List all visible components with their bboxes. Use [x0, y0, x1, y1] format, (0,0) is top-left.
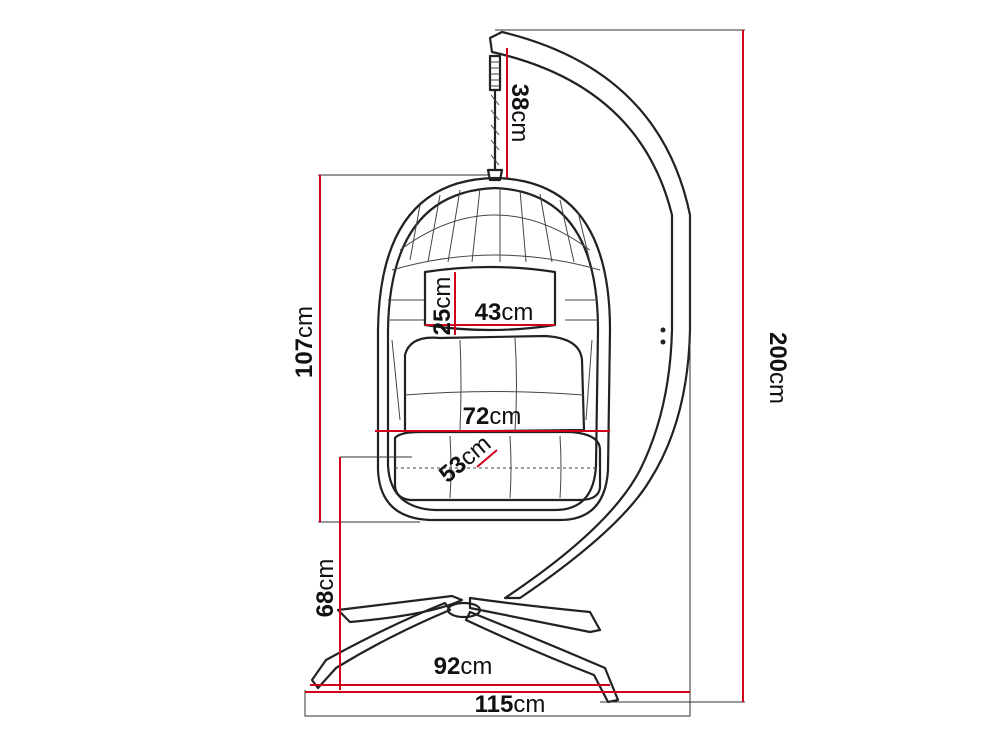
- hanging-chain: [486, 54, 504, 182]
- label-92cm: 92cm: [434, 653, 493, 680]
- label-115cm: 115cm: [475, 691, 546, 718]
- dim-line-53: [476, 449, 498, 468]
- label-72cm: 72cm: [463, 403, 522, 430]
- dimension-labels: 200cm 38cm 107cm 25cm 43cm 72cm 53cm 68c…: [291, 84, 791, 718]
- stand-arm: [488, 30, 692, 600]
- label-200cm: 200cm: [764, 332, 791, 404]
- egg-basket: [376, 176, 612, 522]
- stand-base: [310, 594, 620, 704]
- label-43cm: 43cm: [475, 299, 534, 326]
- label-25cm: 25cm: [429, 277, 456, 336]
- extension-lines: [304, 29, 745, 717]
- label-68cm: 68cm: [312, 559, 339, 618]
- label-107cm: 107cm: [291, 306, 318, 378]
- label-38cm: 38cm: [506, 84, 533, 143]
- dimension-lines: [305, 30, 744, 702]
